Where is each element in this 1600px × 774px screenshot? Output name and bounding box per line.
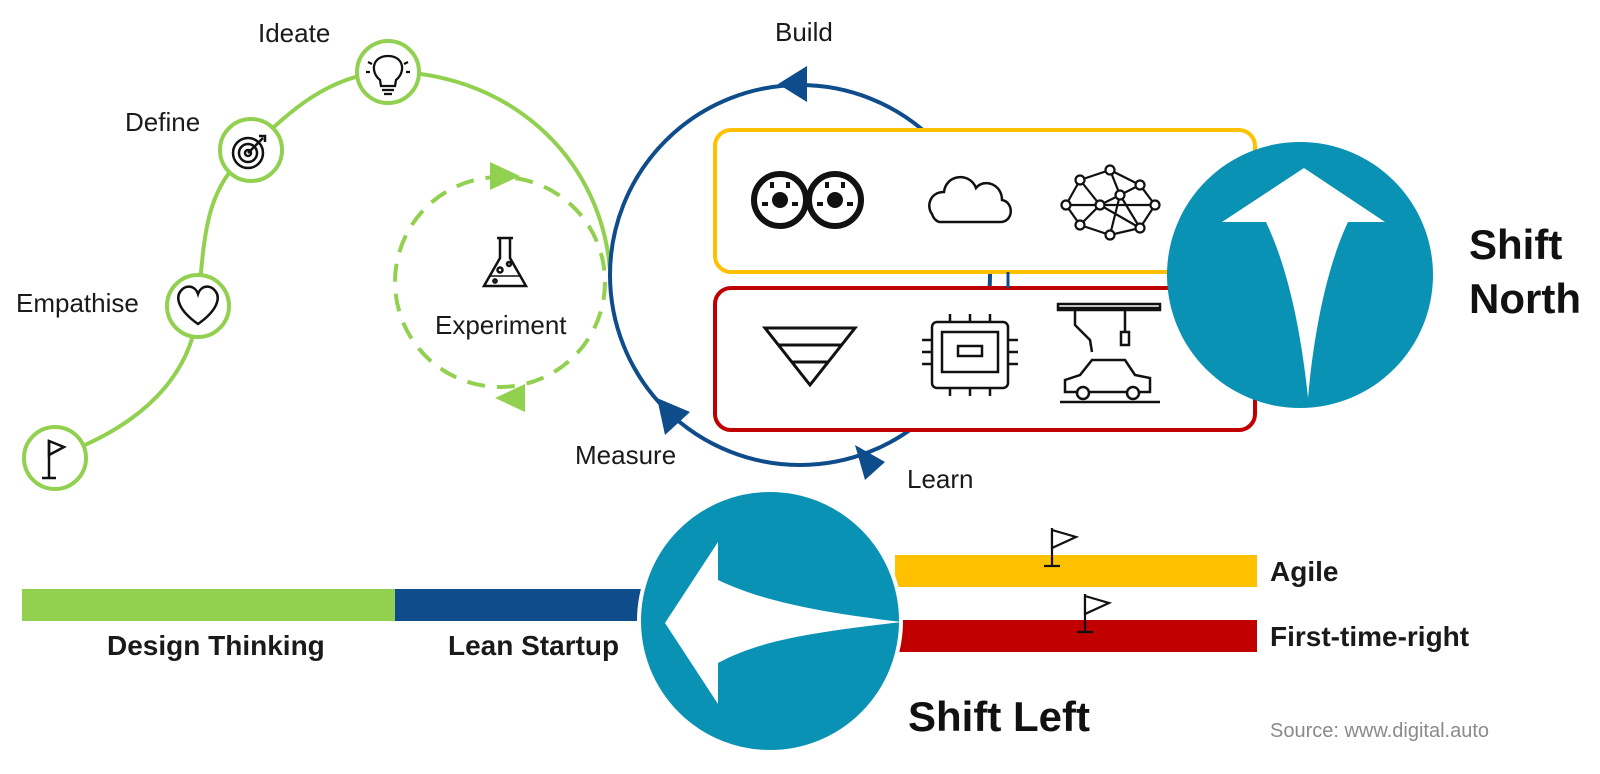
experiment-arrow-bottom xyxy=(495,384,525,412)
design-thinking-bar xyxy=(22,589,395,621)
experiment-arrow-top xyxy=(490,162,520,190)
neural-network-icon xyxy=(1060,164,1161,241)
shift-north-label-line1: Shift xyxy=(1469,221,1563,268)
flag-icon xyxy=(42,439,67,480)
experiment-label: Experiment xyxy=(435,310,567,340)
first-time-right-bar xyxy=(895,620,1257,652)
cloud-icon xyxy=(928,176,1012,224)
empathise-label: Empathise xyxy=(16,288,139,318)
v-model-icon xyxy=(761,326,859,388)
car-assembly-robot-icon xyxy=(1056,302,1162,404)
agile-label: Agile xyxy=(1270,556,1339,587)
target-icon xyxy=(231,134,267,170)
lean-startup-label: Lean Startup xyxy=(448,630,620,661)
define-label: Define xyxy=(125,107,201,137)
first-time-right-flag-icon xyxy=(1077,594,1113,634)
lean-startup-bar xyxy=(395,589,665,621)
source-credit: Source: www.digital.auto xyxy=(1270,720,1490,742)
gears-loop-icon xyxy=(751,171,864,229)
learn-label: Learn xyxy=(907,464,974,494)
measure-label: Measure xyxy=(575,440,677,470)
shift-north-arrow xyxy=(1222,168,1385,398)
shift-north-label-line2: North xyxy=(1469,275,1581,322)
learn-arrow xyxy=(855,445,885,480)
ideate-label: Ideate xyxy=(258,18,331,48)
heart-icon xyxy=(177,285,219,326)
measure-arrow xyxy=(657,398,690,435)
build-arrow xyxy=(778,66,807,102)
first-time-right-label: First-time-right xyxy=(1270,621,1470,652)
chip-icon xyxy=(922,314,1018,396)
empathise-step-node xyxy=(165,273,231,339)
flag-step-node xyxy=(22,425,88,491)
design-thinking-label: Design Thinking xyxy=(107,630,325,661)
experiment-loop xyxy=(393,175,607,389)
ideate-step-node xyxy=(355,39,421,105)
define-step-node xyxy=(218,117,284,183)
shift-left-arrow xyxy=(665,542,902,704)
build-label: Build xyxy=(775,17,833,47)
lightbulb-icon xyxy=(366,54,410,96)
agile-flag-icon xyxy=(1044,528,1080,568)
flask-icon xyxy=(481,236,529,288)
shift-left-label: Shift Left xyxy=(908,693,1090,740)
agile-bar xyxy=(895,555,1257,587)
